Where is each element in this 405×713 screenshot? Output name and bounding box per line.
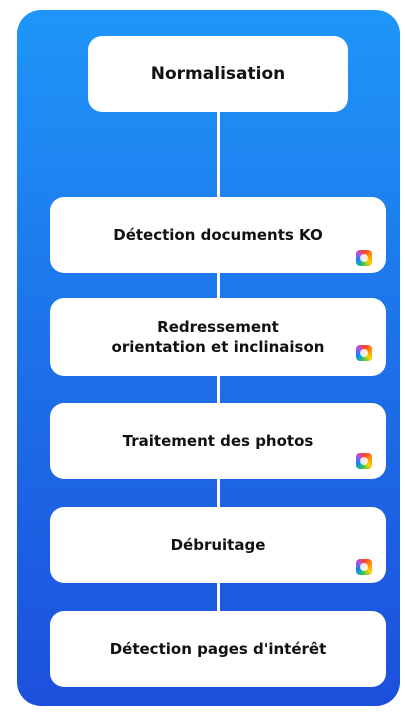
- app-badge-icon: [356, 345, 372, 361]
- node-label: Redressement orientation et inclinaison: [111, 318, 325, 356]
- app-badge-icon: [356, 453, 372, 469]
- connector-line: [217, 374, 220, 404]
- step-node-traitement-photos: Traitement des photos: [50, 403, 386, 479]
- node-label: Normalisation: [150, 64, 286, 84]
- connector-line: [217, 582, 220, 612]
- app-badge-icon: [356, 250, 372, 266]
- node-label: Débruitage: [170, 536, 266, 554]
- normalisation-node: Normalisation: [88, 36, 348, 112]
- node-label: Traitement des photos: [122, 432, 314, 450]
- node-label: Détection documents KO: [113, 226, 323, 244]
- connector-line: [217, 272, 220, 300]
- step-node-redressement: Redressement orientation et inclinaison: [50, 298, 386, 376]
- step-node-detection-pages-interet: Détection pages d'intérêt: [50, 611, 386, 687]
- connector-line: [217, 478, 220, 508]
- app-badge-icon: [356, 559, 372, 575]
- node-label: Détection pages d'intérêt: [109, 640, 327, 658]
- step-node-detection-documents-ko: Détection documents KO: [50, 197, 386, 273]
- connector-line: [217, 112, 220, 198]
- step-node-debruitage: Débruitage: [50, 507, 386, 583]
